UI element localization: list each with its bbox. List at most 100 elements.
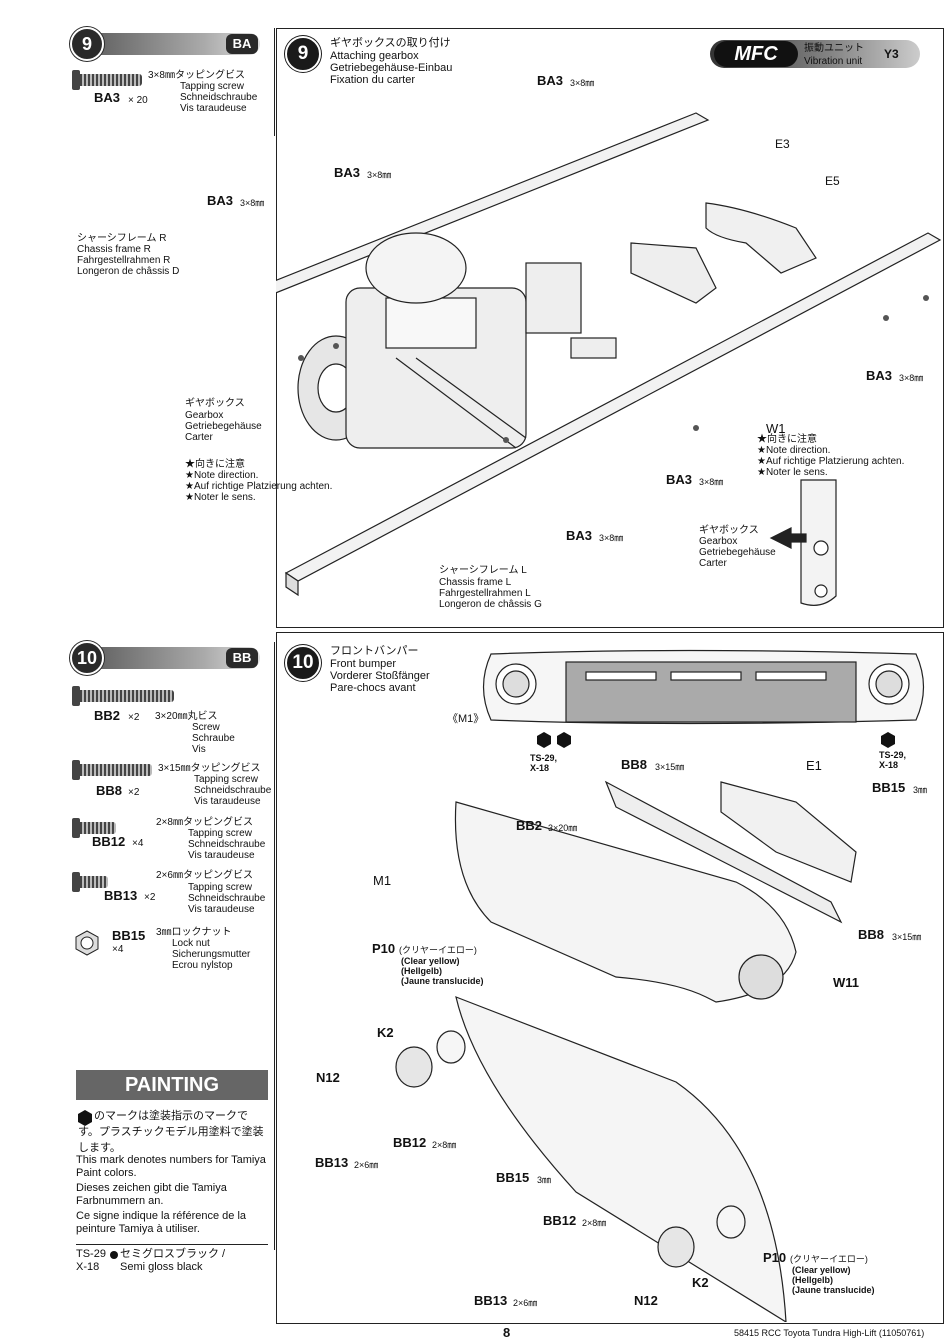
screw-head-icon bbox=[72, 760, 80, 780]
label-n12: N12 bbox=[634, 1293, 658, 1308]
gearbox-chassis-illustration bbox=[276, 112, 942, 606]
part-name-fr: Vis bbox=[192, 744, 206, 755]
part-name-fr: Vis taraudeuse bbox=[194, 796, 261, 807]
gearbox2-de: Getriebegehäuse bbox=[699, 547, 776, 558]
divider bbox=[76, 1244, 268, 1245]
label-bb8: BB8 bbox=[858, 927, 885, 942]
part-qty: ×4 bbox=[132, 838, 144, 849]
label-ba3: BA3 bbox=[866, 368, 893, 383]
label-p10-en: (Clear yellow) bbox=[401, 956, 460, 966]
label-size: 3×8㎜ bbox=[367, 170, 392, 180]
paint-code: TS-29 bbox=[76, 1248, 106, 1260]
label-e5: E5 bbox=[825, 174, 840, 188]
label-size: 3×8㎜ bbox=[570, 78, 595, 88]
label-size: 3×20㎜ bbox=[548, 823, 578, 833]
part-name-en: Tapping screw bbox=[188, 882, 252, 893]
part-qty: ×2 bbox=[128, 712, 140, 723]
w1-note-jp: ★向きに注意 bbox=[757, 434, 817, 445]
label-p10-fr: (Jaune translucide) bbox=[792, 1285, 875, 1295]
label-size: 2×6㎜ bbox=[513, 1298, 538, 1308]
label-size: 3㎜ bbox=[913, 785, 928, 795]
step-title-fr: Fixation du carter bbox=[330, 74, 415, 86]
label-size: 3×15㎜ bbox=[892, 932, 922, 942]
label-m1: M1 bbox=[373, 873, 392, 888]
gearbox2-en: Gearbox bbox=[699, 536, 738, 547]
part-name-fr: Vis taraudeuse bbox=[188, 904, 255, 915]
frame-l-en: Chassis frame L bbox=[439, 577, 512, 588]
mfc-logo: MFC bbox=[714, 41, 798, 67]
part-name-en: Tapping screw bbox=[188, 828, 252, 839]
w1-note-en: ★Note direction. bbox=[757, 445, 831, 456]
label-size: 3×8㎜ bbox=[899, 373, 924, 383]
paint-ref: X-18 bbox=[530, 763, 550, 773]
label-bb13: BB13 bbox=[474, 1293, 508, 1308]
label-size: 3×8㎜ bbox=[240, 198, 265, 208]
label-bb15: BB15 bbox=[496, 1170, 530, 1185]
label-ba3: BA3 bbox=[207, 193, 234, 208]
label-p10-jp: (クリヤーイエロー) bbox=[399, 945, 477, 955]
frame-l-fr: Longeron de châssis G bbox=[439, 599, 542, 610]
tapping-screw-icon bbox=[80, 764, 152, 776]
machine-screw-icon bbox=[80, 690, 174, 702]
w1-note-fr: ★Noter le sens. bbox=[757, 467, 828, 478]
note-jp: ★向きに注意 bbox=[185, 459, 245, 470]
part-qty: × 20 bbox=[128, 95, 148, 106]
part-name-de: Sicherungsmutter bbox=[172, 949, 251, 960]
paint-code: X-18 bbox=[76, 1261, 100, 1273]
part-code: BA3 bbox=[94, 90, 121, 105]
label-p10-en: (Clear yellow) bbox=[792, 1265, 851, 1275]
label-size: 3×8㎜ bbox=[699, 477, 724, 487]
painting-fr: Ce signe indique la référence de la pein… bbox=[76, 1210, 247, 1235]
part-name-de: Schneidschraube bbox=[188, 893, 266, 904]
gearbox-fr: Carter bbox=[185, 432, 213, 443]
label-size: 2×8㎜ bbox=[432, 1140, 457, 1150]
painting-jp: のマークは塗装指示のマークです。プラスチックモデル用塗料で塗装します。 bbox=[78, 1110, 264, 1154]
step-header-bar bbox=[74, 647, 260, 669]
label-size: 3×8㎜ bbox=[599, 533, 624, 543]
frame-l-de: Fahrgestellrahmen L bbox=[439, 588, 531, 599]
paint-mark-icon bbox=[78, 1110, 92, 1126]
gearbox2-fr: Carter bbox=[699, 558, 727, 569]
painting-de: Dieses zeichen gibt die Tamiya Farbnumme… bbox=[76, 1182, 227, 1207]
part-name-en: Screw bbox=[192, 722, 220, 733]
step-title-de: Getriebegehäuse-Einbau bbox=[330, 62, 453, 74]
label-p10: P10 bbox=[372, 941, 396, 956]
gearbox-en: Gearbox bbox=[185, 410, 224, 421]
part-size: 3×15㎜タッピングビス bbox=[158, 763, 261, 774]
label-bb15: BB15 bbox=[872, 780, 906, 795]
divider bbox=[274, 642, 275, 1250]
part-name-en: Lock nut bbox=[172, 938, 210, 949]
label-w11: W11 bbox=[833, 975, 860, 990]
step-title-jp: ギヤボックスの取り付け bbox=[330, 37, 451, 49]
label-p10-jp: (クリヤーイエロー) bbox=[790, 1254, 868, 1264]
step-title-jp: フロントバンパー bbox=[330, 645, 419, 657]
paint-name-jp: セミグロスブラック / bbox=[120, 1248, 226, 1260]
mfc-en: Vibration unit bbox=[804, 56, 863, 67]
label-w1: W1 bbox=[766, 421, 786, 436]
label-ba3: BA3 bbox=[666, 472, 693, 487]
step-frame bbox=[276, 28, 944, 628]
document-ref: 58415 RCC Toyota Tundra High-Lift (11050… bbox=[734, 1328, 925, 1338]
part-size: 3×8㎜タッピングビス bbox=[148, 70, 245, 81]
label-k2: K2 bbox=[692, 1275, 709, 1290]
paint-ref: X-18 bbox=[879, 760, 899, 770]
label-p10-de: (Hellgelb) bbox=[401, 966, 443, 976]
part-name-fr: Vis taraudeuse bbox=[188, 850, 255, 861]
part-size: 2×8㎜タッピングビス bbox=[156, 817, 253, 828]
note-en: ★Note direction. bbox=[185, 470, 259, 481]
part-size: 3×20㎜丸ビス bbox=[155, 711, 218, 722]
frame-r-fr: Longeron de châssis D bbox=[77, 266, 180, 277]
tapping-screw-icon bbox=[80, 822, 116, 834]
label-bb13: BB13 bbox=[315, 1155, 349, 1170]
screw-head-icon bbox=[72, 70, 80, 90]
step-number: 10 bbox=[70, 641, 104, 675]
part-code: BB2 bbox=[94, 708, 121, 723]
paint-name-en: Semi gloss black bbox=[120, 1261, 203, 1273]
part-name-fr: Ecrou nylstop bbox=[172, 960, 233, 971]
label-p10: P10 bbox=[763, 1250, 787, 1265]
step-title-en: Attaching gearbox bbox=[330, 50, 419, 62]
label-size: 3×15㎜ bbox=[655, 762, 685, 772]
part-name-fr: Vis taraudeuse bbox=[180, 103, 247, 114]
front-bumper-illustration bbox=[395, 649, 925, 1322]
painting-title: PAINTING bbox=[76, 1070, 268, 1100]
